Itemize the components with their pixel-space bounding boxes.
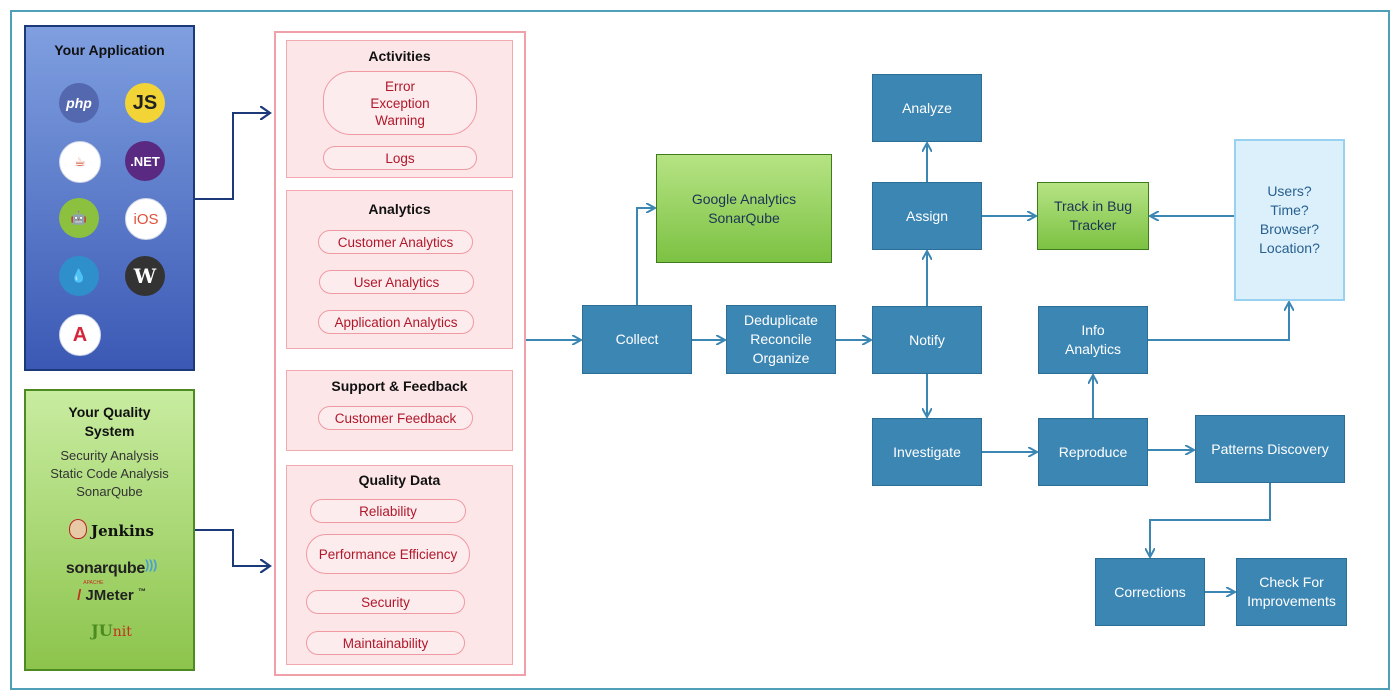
arrow-quality-to-quality-data xyxy=(195,529,270,566)
questions-box: Users? Time? Browser? Location? xyxy=(1234,139,1345,301)
assign-label: Assign xyxy=(905,207,949,224)
improvements-label: Improvements xyxy=(1247,593,1336,609)
php-icon: php xyxy=(59,83,99,123)
info-analytics-box: Info Analytics xyxy=(1038,306,1148,374)
jmeter-label: JMeter xyxy=(85,587,134,604)
analytics-label: Analytics xyxy=(1064,341,1122,357)
analyze-label: Analyze xyxy=(902,99,952,116)
sonarqube-logo: sonarqube))) xyxy=(26,557,197,578)
location-question: Location? xyxy=(1259,240,1320,256)
support-feedback-title: Support & Feedback xyxy=(331,378,468,394)
error-exception-warning-pill: Error Exception Warning xyxy=(323,71,477,135)
activities-group: Activities Error Exception Warning Logs xyxy=(286,40,513,178)
customer-analytics-pill: Customer Analytics xyxy=(318,230,473,254)
sonarqube-label: sonarqube xyxy=(65,560,145,577)
your-application-title: Your Application xyxy=(54,42,165,58)
drupal-icon: 💧 xyxy=(59,256,99,296)
application-analytics-pill: Application Analytics xyxy=(318,310,474,334)
diagram-frame xyxy=(10,10,1390,690)
notify-label: Notify xyxy=(909,331,945,348)
logs-pill: Logs xyxy=(323,146,477,170)
support-feedback-group: Support & Feedback Customer Feedback xyxy=(286,370,513,451)
quality-line-sonarqube: SonarQube xyxy=(76,484,143,499)
warning-label: Warning xyxy=(375,112,425,128)
track-label-line2: Tracker xyxy=(1069,217,1117,233)
wordpress-icon: W xyxy=(125,256,165,296)
junit-ju-label: JU xyxy=(91,621,113,640)
customer-feedback-pill: Customer Feedback xyxy=(318,406,473,430)
quality-system-description: Security Analysis Static Code Analysis S… xyxy=(26,447,193,501)
deduplicate-box: Deduplicate Reconcile Organize xyxy=(726,305,836,374)
arrow-info-to-questions xyxy=(1148,303,1289,341)
activities-title: Activities xyxy=(368,48,431,64)
notify-box: Notify xyxy=(872,306,982,374)
quality-system-title-line1: Your Quality xyxy=(68,404,151,420)
exception-label: Exception xyxy=(370,95,430,111)
jmeter-apache-label: APACHE xyxy=(83,580,104,586)
reliability-pill: Reliability xyxy=(310,499,466,523)
reproduce-label: Reproduce xyxy=(1058,443,1128,460)
security-pill: Security xyxy=(306,590,465,614)
quality-data-title: Quality Data xyxy=(358,472,441,488)
google-analytics-label: Google Analytics xyxy=(691,190,797,207)
quality-line-security: Security Analysis xyxy=(60,448,159,463)
google-analytics-sonarqube-box: Google Analytics SonarQube xyxy=(656,154,832,263)
junit-logo: JUnit xyxy=(26,621,197,640)
performance-efficiency-pill: Performance Efficiency xyxy=(306,534,470,574)
collect-label: Collect xyxy=(615,331,659,347)
java-icon: ☕ xyxy=(59,141,101,183)
jenkins-label: Jenkins xyxy=(91,522,154,540)
angular-icon: A xyxy=(59,314,101,356)
analytics-title: Analytics xyxy=(368,201,431,217)
check-improvements-box: Check For Improvements xyxy=(1236,558,1347,626)
arrow-collect-to-google xyxy=(636,208,654,305)
reconcile-label: Reconcile xyxy=(750,331,812,347)
info-label: Info xyxy=(1081,322,1105,338)
junit-nit-label: nit xyxy=(112,624,132,640)
arrow-patterns-to-corrections xyxy=(1150,483,1271,556)
jenkins-logo: Jenkins xyxy=(26,519,197,540)
jmeter-logo: / APACHE JMeter ™ xyxy=(77,580,146,604)
collect-box: Collect xyxy=(582,305,692,374)
browser-question: Browser? xyxy=(1259,221,1320,237)
users-question: Users? xyxy=(1267,183,1312,199)
quality-system-title-line2: System xyxy=(84,423,135,439)
arrow-app-to-activities xyxy=(195,113,270,200)
analytics-group: Analytics Customer Analytics User Analyt… xyxy=(286,190,513,349)
quality-line-static: Static Code Analysis xyxy=(50,466,169,481)
organize-label: Organize xyxy=(752,350,810,366)
quality-system-title: Your Quality System xyxy=(26,403,193,441)
maintainability-pill: Maintainability xyxy=(306,631,465,655)
jenkins-icon xyxy=(69,519,87,539)
deduplicate-label: Deduplicate xyxy=(744,312,818,328)
javascript-icon: JS xyxy=(125,83,165,123)
ios-icon: iOS xyxy=(125,198,167,240)
analyze-box: Analyze xyxy=(872,74,982,142)
patterns-discovery-box: Patterns Discovery xyxy=(1195,415,1345,483)
assign-box: Assign xyxy=(872,182,982,250)
sonarqube-box-label: SonarQube xyxy=(708,209,780,226)
patterns-discovery-label: Patterns Discovery xyxy=(1211,440,1329,457)
track-bug-tracker-box: Track in Bug Tracker xyxy=(1037,182,1149,250)
corrections-box: Corrections xyxy=(1095,558,1205,626)
sonar-waves-icon: ))) xyxy=(145,557,158,572)
user-analytics-pill: User Analytics xyxy=(319,270,474,294)
dotnet-icon: .NET xyxy=(125,141,165,181)
investigate-box: Investigate xyxy=(872,418,982,486)
reproduce-box: Reproduce xyxy=(1038,418,1148,486)
jmeter-feather-icon: / xyxy=(77,587,82,604)
check-for-label: Check For xyxy=(1259,574,1324,590)
corrections-label: Corrections xyxy=(1114,583,1186,600)
track-label-line1: Track in Bug xyxy=(1053,198,1133,214)
error-label: Error xyxy=(384,78,415,94)
investigate-label: Investigate xyxy=(893,443,961,460)
quality-system-panel: Your Quality System Security Analysis St… xyxy=(24,389,195,671)
android-icon: 🤖 xyxy=(59,198,99,238)
quality-data-group: Quality Data Reliability Performance Eff… xyxy=(286,465,513,665)
time-question: Time? xyxy=(1270,202,1309,218)
